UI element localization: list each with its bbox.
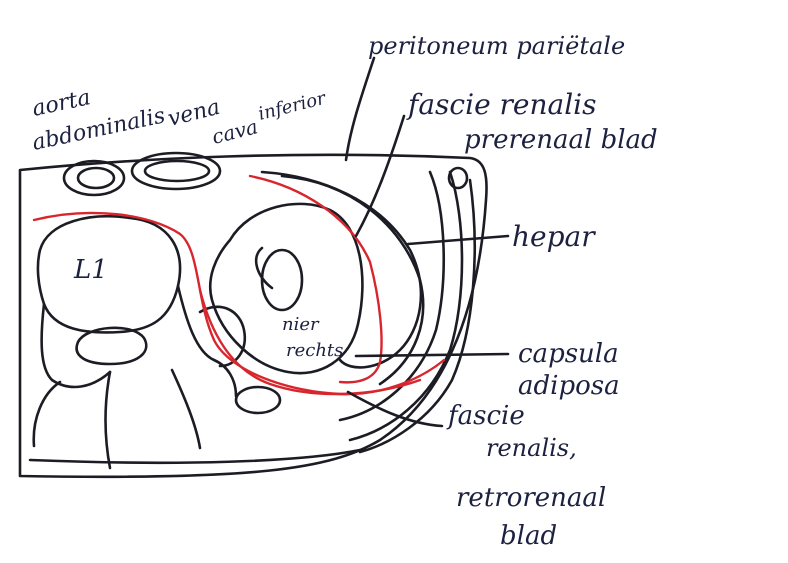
pointer-capsula (356, 354, 508, 356)
label-fascie-retro-4: blad (500, 521, 557, 551)
label-capsula-2: adiposa (518, 371, 620, 401)
vena-cava-lumen (145, 161, 209, 181)
label-hepar: hepar (512, 220, 596, 253)
label-fascie-retro-2: renalis, (486, 434, 577, 462)
body-outline (20, 155, 487, 477)
pointer-hepar (408, 236, 508, 244)
label-nier-1: nier (282, 314, 320, 335)
label-fascie-prerenaal-2: prerenaal blad (464, 125, 658, 155)
fascia-line-1 (34, 213, 444, 394)
small-structure (236, 387, 280, 413)
label-vertebra: L1 (73, 255, 108, 285)
vertebra-body (38, 216, 180, 332)
label-fascie-retro-3: retrorenaal (456, 483, 606, 513)
spinous-process (106, 372, 111, 468)
body-outline-inner (30, 450, 360, 463)
label-vena-3: inferior (256, 88, 329, 125)
label-fascie-retro-1: fascie (446, 401, 525, 431)
label-capsula-1: capsula (518, 339, 619, 369)
label-peritoneum: peritoneum pariëtale (368, 32, 625, 60)
aorta-lumen (78, 168, 114, 188)
pointer-peritoneum (346, 58, 374, 160)
hepar-outline (262, 172, 421, 367)
label-fascie-prerenaal-1: fascie renalis (406, 88, 597, 121)
label-aorta-1: aorta (30, 85, 93, 122)
renal-pelvis (262, 250, 302, 310)
vertebra-arch (42, 286, 236, 396)
transverse-process (34, 370, 200, 448)
label-nier-2: rechts (286, 340, 343, 361)
